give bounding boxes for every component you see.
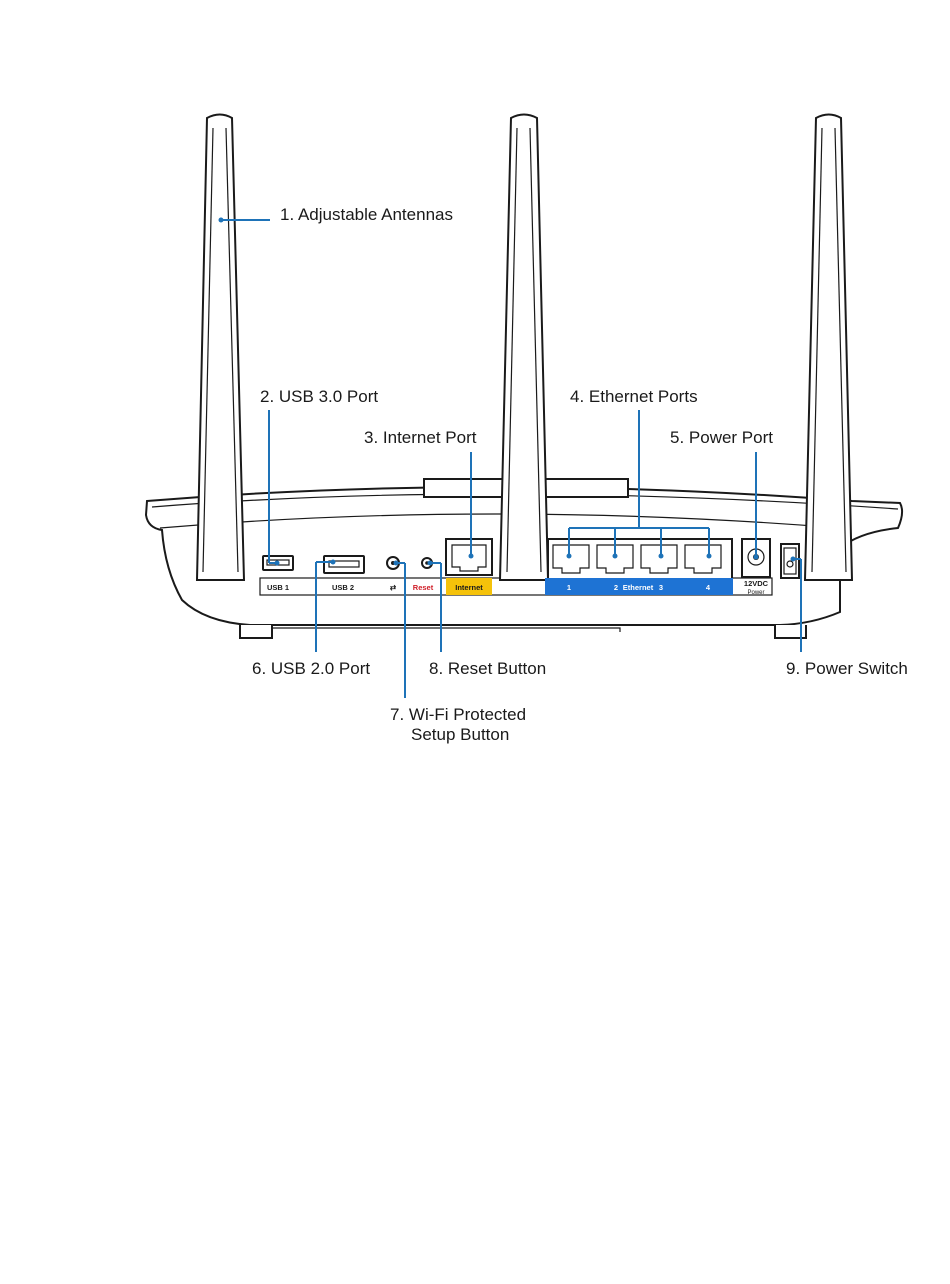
callout-wps-line2: Setup Button	[411, 725, 509, 744]
label-eth3: 3	[659, 583, 663, 592]
label-eth1: 1	[567, 583, 571, 592]
label-eth2: 2	[614, 583, 618, 592]
antenna-right	[805, 115, 852, 581]
antenna-center	[500, 115, 548, 581]
wps-icon: ⇄	[390, 583, 397, 592]
callout-wps-line1: 7. Wi-Fi Protected	[390, 705, 526, 724]
callout-usb2: 6. USB 2.0 Port	[252, 659, 370, 678]
ethernet-ports	[548, 539, 732, 579]
callout-power-port: 5. Power Port	[670, 428, 773, 447]
label-usb2: USB 2	[332, 583, 354, 592]
label-power: Power	[747, 590, 764, 596]
label-usb1: USB 1	[267, 583, 289, 592]
callout-usb3: 2. USB 3.0 Port	[260, 387, 378, 406]
callout-reset: 8. Reset Button	[429, 659, 546, 678]
antenna-left	[197, 115, 244, 581]
callout-power-switch: 9. Power Switch	[786, 659, 908, 678]
callout-antennas: 1. Adjustable Antennas	[280, 205, 453, 224]
label-reset: Reset	[413, 583, 434, 592]
usb2-port	[324, 556, 364, 573]
label-ethernet: Ethernet	[623, 583, 654, 592]
label-internet: Internet	[455, 583, 483, 592]
callout-internet: 3. Internet Port	[364, 428, 477, 447]
callout-ethernet: 4. Ethernet Ports	[570, 387, 698, 406]
label-dc: 12VDC	[744, 579, 769, 588]
power-switch	[781, 544, 799, 578]
